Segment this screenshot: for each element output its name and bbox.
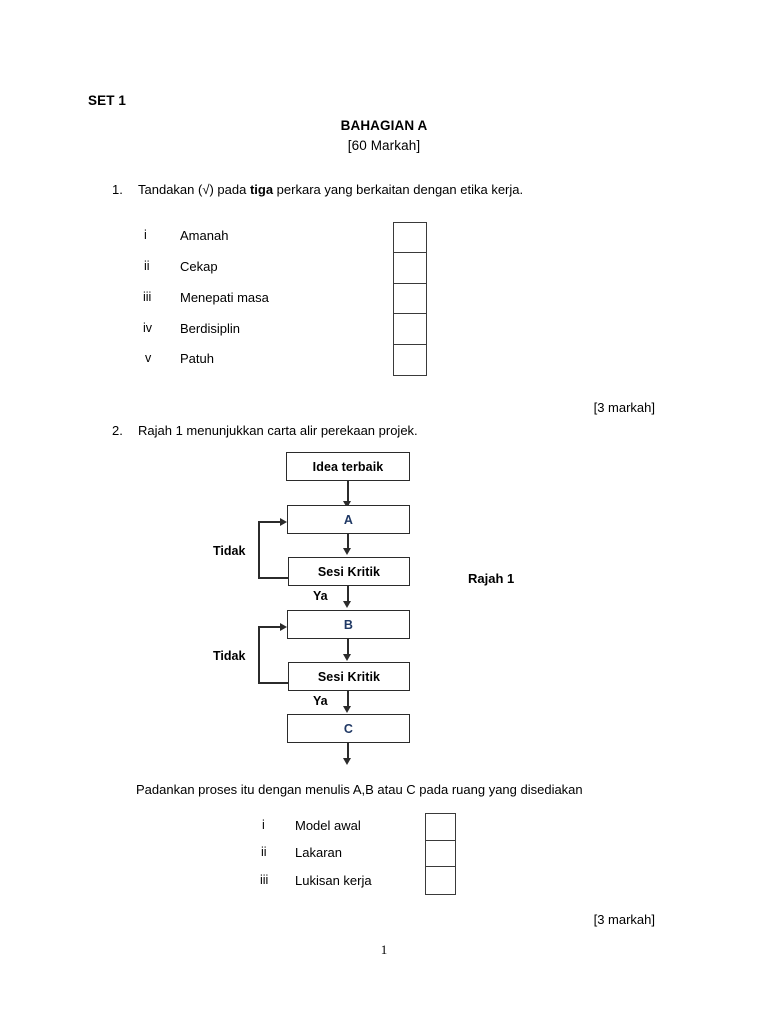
section-marks: [60 Markah] (347, 138, 421, 153)
question-1-marks: [3 markah] (593, 400, 655, 415)
q1-answer-box-4[interactable] (394, 344, 426, 375)
flow-label-tidak-2: Tidak (213, 649, 246, 663)
question-1-text-part-2: perkara yang berkaitan dengan etika kerj… (273, 182, 524, 197)
flow-edge-tidak-2-vertical (258, 626, 260, 683)
page-number: 1 (380, 942, 388, 957)
question-1-text-part-1: Tandakan (√) pada (138, 182, 250, 197)
flow-edge-start-to-a (347, 481, 349, 505)
q2-answer-box-2[interactable] (426, 867, 455, 894)
q2-item-2-roman: iii (260, 873, 269, 887)
q1-item-2-roman: iii (143, 290, 152, 304)
q2-answer-box-1[interactable] (426, 840, 455, 868)
q2-answer-box-column (425, 813, 456, 895)
question-2-number: 2. (112, 423, 123, 438)
q1-answer-box-column (393, 222, 427, 376)
question-2-text: Rajah 1 menunjukkan carta alir perekaan … (138, 423, 418, 438)
q1-item-4-label: Patuh (180, 351, 214, 366)
q1-answer-box-1[interactable] (394, 253, 426, 284)
question-1-text: Tandakan (√) pada tiga perkara yang berk… (138, 182, 523, 197)
q1-answer-box-3[interactable] (394, 314, 426, 345)
q2-item-0-roman: i (262, 818, 265, 832)
flow-node-sesi-kritik-2: Sesi Kritik (288, 662, 410, 691)
q2-item-1-roman: ii (261, 845, 267, 859)
question-1-emphasis: tiga (249, 182, 274, 197)
flow-label-ya-2: Ya (313, 694, 328, 708)
flowchart-rajah-1: Idea terbaik A Sesi Kritik Tidak Ya B Se… (195, 445, 575, 775)
q2-item-0-label: Model awal (295, 818, 361, 833)
q1-item-0-label: Amanah (180, 228, 229, 243)
flow-node-idea-terbaik: Idea terbaik (286, 452, 410, 481)
q1-item-3-roman: iv (143, 321, 153, 335)
set-label: SET 1 (88, 93, 127, 108)
q1-item-0-roman: i (144, 228, 147, 242)
q2-item-2-label: Lukisan kerja (295, 873, 372, 888)
q2-answer-box-0[interactable] (426, 814, 455, 841)
q1-item-2-label: Menepati masa (180, 290, 269, 305)
flow-arrowhead-kritik1-to-b (343, 601, 351, 608)
flow-edge-b-to-kritik2 (347, 639, 349, 656)
q1-item-1-label: Cekap (180, 259, 218, 274)
flow-arrowhead-start-to-a (343, 501, 351, 508)
question-1-number: 1. (112, 182, 123, 197)
question-2-sub-instruction: Padankan proses itu dengan menulis A,B a… (136, 782, 583, 797)
q1-answer-box-0[interactable] (394, 223, 426, 254)
q1-item-3-label: Berdisiplin (180, 321, 240, 336)
flow-arrowhead-tidak-2 (280, 622, 287, 631)
figure-caption-rajah-1: Rajah 1 (468, 571, 515, 586)
flow-node-b: B (287, 610, 410, 639)
flow-edge-tidak-1-vertical (258, 521, 260, 578)
flow-edge-kritik1-to-b (347, 586, 349, 603)
q1-item-4-roman: v (145, 351, 152, 365)
section-title: BAHAGIAN A (340, 118, 428, 133)
question-2-marks: [3 markah] (593, 912, 655, 927)
flow-edge-tidak-2-horizontal-bottom (258, 682, 289, 684)
flow-edge-tidak-1-horizontal-bottom (258, 577, 289, 579)
flow-edge-a-to-kritik1 (347, 534, 349, 551)
q1-item-1-roman: ii (144, 259, 150, 273)
flow-edge-tidak-2-horizontal-top (258, 626, 283, 628)
flow-label-ya-1: Ya (313, 589, 328, 603)
flow-edge-tidak-1-horizontal-top (258, 521, 283, 523)
flow-edge-c-out (347, 743, 349, 760)
flow-arrowhead-tidak-1 (280, 517, 287, 526)
flow-node-sesi-kritik-1: Sesi Kritik (288, 557, 410, 586)
q1-answer-box-2[interactable] (394, 283, 426, 315)
flow-edge-kritik2-to-c (347, 691, 349, 708)
flow-arrowhead-c-out (343, 758, 351, 765)
flow-arrowhead-kritik2-to-c (343, 706, 351, 713)
flow-label-tidak-1: Tidak (213, 544, 246, 558)
flow-arrowhead-b-to-kritik2 (343, 654, 351, 661)
flow-node-a: A (287, 505, 410, 534)
flow-arrowhead-a-to-kritik1 (343, 548, 351, 555)
q2-item-1-label: Lakaran (295, 845, 342, 860)
flow-node-c: C (287, 714, 410, 743)
